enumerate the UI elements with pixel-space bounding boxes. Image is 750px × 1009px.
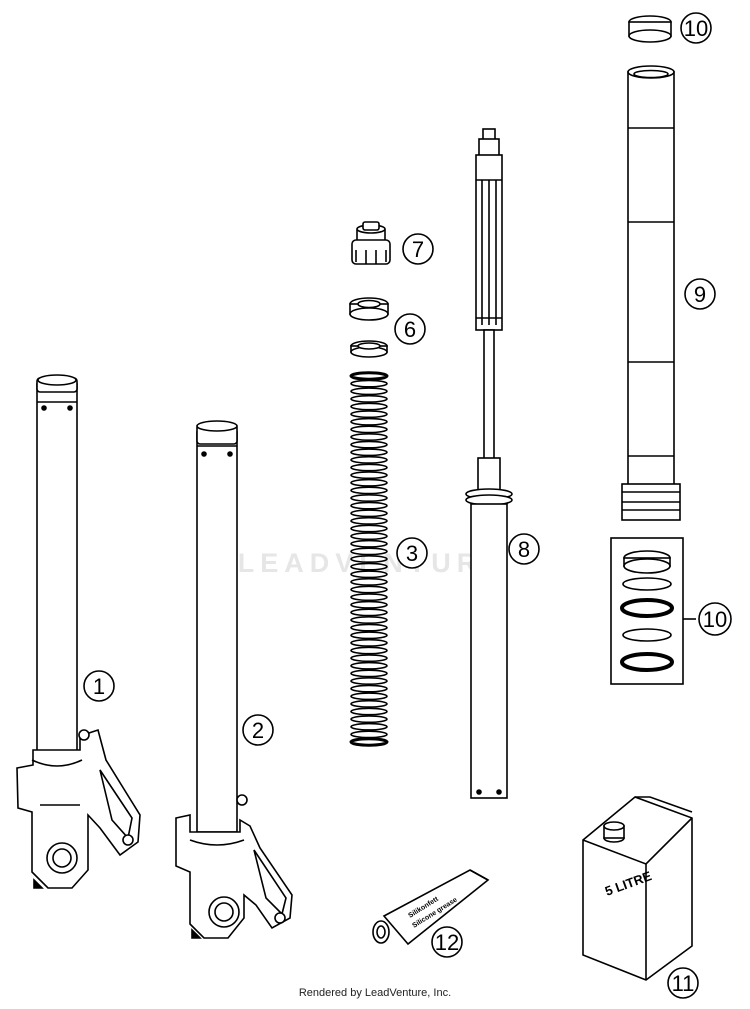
fork-leg-left (16, 374, 141, 889)
spring-coil (350, 432, 388, 441)
spring-coil (350, 684, 388, 693)
top-cap (628, 15, 672, 43)
spring-coil (350, 471, 388, 480)
spring-coil (350, 562, 388, 571)
callout-number: 11 (672, 971, 695, 996)
callout-number: 1 (93, 674, 105, 699)
spring-coil (350, 608, 388, 617)
washers (349, 297, 389, 358)
spring-coil (350, 509, 388, 518)
spring-coil (350, 532, 388, 541)
spring-coil (350, 646, 388, 655)
spring-coil (350, 600, 388, 609)
spring-coil (350, 440, 388, 449)
spring-coil (350, 478, 388, 487)
seal-kit (610, 537, 696, 685)
fork-spring (349, 371, 389, 747)
callout-number: 6 (404, 317, 416, 342)
spring-coil (350, 547, 388, 556)
spring-coil (350, 699, 388, 708)
spring-coil (350, 623, 388, 632)
damper-cartridge (465, 128, 513, 799)
callout-7: 7 (402, 233, 434, 265)
spring-cap (351, 221, 391, 265)
spring-coil (350, 379, 388, 388)
spring-coil (350, 387, 388, 396)
callout-10-top: 10 (680, 12, 712, 44)
spring-coil (350, 463, 388, 472)
footer-credit: Rendered by LeadVenture, Inc. (298, 987, 452, 999)
spring-coil (350, 631, 388, 640)
spring-coil (349, 737, 389, 747)
spring-coil (350, 425, 388, 434)
fork-leg-right (175, 420, 293, 939)
spring-coil (350, 615, 388, 624)
spring-coil (350, 448, 388, 457)
callout-8: 8 (508, 533, 540, 565)
spring-coil (350, 722, 388, 731)
spring-coil (350, 486, 388, 495)
callout-number: 7 (412, 237, 424, 262)
spring-coil (350, 516, 388, 525)
spring-coil (350, 402, 388, 411)
spring-coil (350, 585, 388, 594)
outer-tube (621, 65, 681, 521)
callout-11: 11 (667, 967, 699, 999)
callout-2: 2 (242, 714, 274, 746)
callout-number: 12 (435, 930, 459, 955)
spring-coil (350, 669, 388, 678)
spring-coil (349, 371, 389, 381)
spring-coil (350, 539, 388, 548)
spring-coil (350, 570, 388, 579)
spring-coil (350, 638, 388, 647)
callout-number: 9 (694, 282, 706, 307)
spring-coil (350, 417, 388, 426)
callout-12: 12 (431, 926, 463, 958)
spring-coil (350, 654, 388, 663)
callout-3: 3 (396, 537, 428, 569)
spring-coil (350, 593, 388, 602)
spring-coil (350, 493, 388, 502)
spring-coil (350, 692, 388, 701)
callout-number: 8 (518, 537, 530, 562)
callout-6: 6 (394, 313, 426, 345)
spring-coil (350, 394, 388, 403)
spring-coil (350, 730, 388, 739)
spring-coil (350, 410, 388, 419)
callout-number: 10 (684, 16, 708, 41)
callout-9: 9 (684, 278, 716, 310)
grease-tube: Silikonfett Silicone grease (372, 869, 490, 946)
spring-coil (350, 676, 388, 685)
spring-coil (350, 524, 388, 533)
spring-coil (350, 715, 388, 724)
callout-number: 2 (252, 718, 264, 743)
spring-coil (350, 577, 388, 586)
spring-coil (350, 661, 388, 670)
spring-coil (350, 501, 388, 510)
spring-coil (350, 554, 388, 563)
callout-10-kit: 10 (698, 602, 732, 636)
spring-coil (350, 707, 388, 716)
callout-number: 3 (406, 541, 418, 566)
callout-1: 1 (83, 670, 115, 702)
oil-canister: 5 LITRE (582, 796, 693, 981)
callout-number: 10 (703, 607, 727, 632)
spring-coil (350, 455, 388, 464)
